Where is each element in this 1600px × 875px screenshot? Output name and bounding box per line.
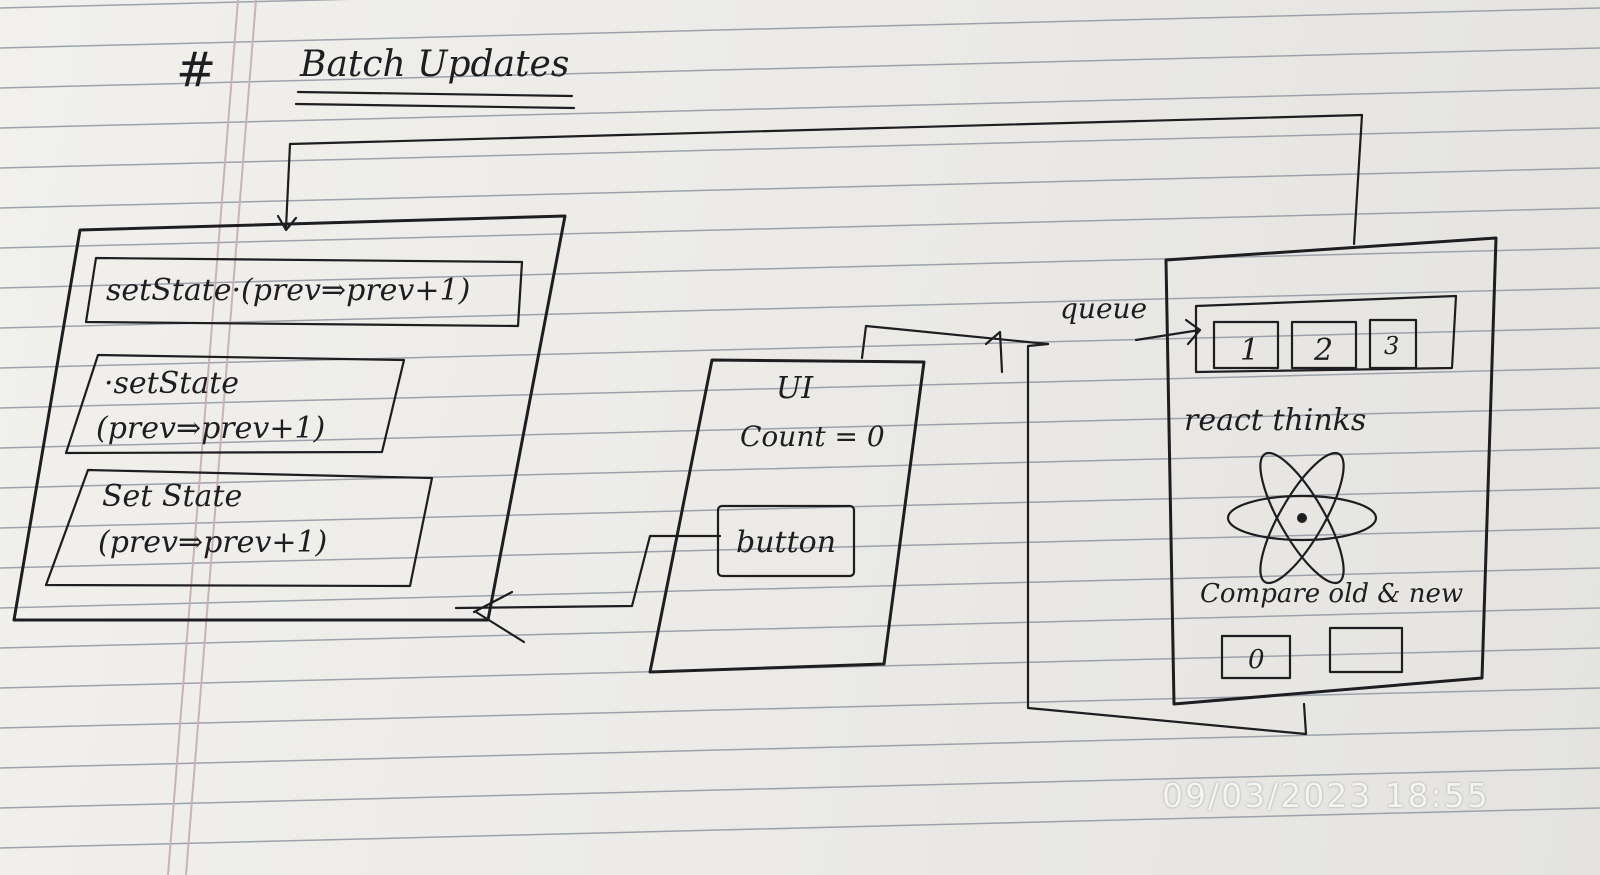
- rerender-connector: [284, 113, 1364, 246]
- ruled-line: [0, 47, 1600, 89]
- old-value: 0: [1248, 645, 1265, 675]
- ruled-line: [0, 327, 1600, 369]
- arrow-head: [472, 590, 526, 644]
- ruled-line: [0, 767, 1600, 809]
- arrow-head: [1184, 318, 1202, 346]
- queue-item-box: [1212, 320, 1280, 370]
- new-value-box: [1328, 626, 1404, 674]
- ruled-line: [0, 167, 1600, 209]
- react-logo-icon: [1226, 451, 1378, 585]
- ruled-lines: [0, 0, 1600, 849]
- ruled-line: [0, 7, 1600, 49]
- ruled-line: [0, 207, 1600, 249]
- ui-button[interactable]: [716, 504, 856, 578]
- setstate-call-2-args: (prev⇒prev+1): [96, 411, 325, 446]
- setstate-call-3: Set State: [102, 479, 242, 514]
- ruled-line: [0, 407, 1600, 449]
- ui-box-tab: [860, 324, 1050, 360]
- ruled-line: [0, 447, 1600, 489]
- button-click-connector: [454, 534, 722, 610]
- setstate-call-3-args: (prev⇒prev+1): [98, 525, 327, 560]
- heading-hash: #: [176, 42, 216, 98]
- arrow-head: [276, 214, 298, 232]
- setstate-call-box: [44, 468, 434, 588]
- ruled-line: [0, 0, 351, 9]
- ruled-line: [0, 727, 1600, 769]
- setstate-call-2: ·setState: [104, 366, 239, 401]
- ruled-line: [0, 247, 1600, 289]
- photo-timestamp: 09/03/2023 18:55: [1162, 776, 1490, 815]
- ui-box: [648, 358, 926, 674]
- ruled-line: [0, 527, 1600, 569]
- queue-box: [1194, 294, 1458, 374]
- count-label: Count = 0: [740, 420, 885, 453]
- ruled-line: [0, 607, 1600, 649]
- update-connector: [1026, 342, 1308, 736]
- queue-item: 2: [1313, 333, 1333, 368]
- queue-item-box: [1290, 320, 1358, 370]
- queue-label: queue: [1060, 292, 1147, 325]
- old-value-box: [1220, 634, 1292, 680]
- queue-arrow: [1134, 328, 1202, 342]
- ui-title: UI: [776, 371, 814, 406]
- ruled-line: [0, 367, 1600, 409]
- ruled-line: [0, 487, 1600, 529]
- ruled-line: [0, 87, 1600, 129]
- setstate-call-1: setState·(prev⇒prev+1): [106, 273, 470, 308]
- title-underline: [294, 102, 576, 110]
- ruled-line: [0, 287, 1600, 329]
- setstate-call-box: [84, 256, 524, 328]
- ruled-line: [0, 567, 1600, 609]
- ruled-line: [0, 807, 1600, 849]
- react-thinks-label: react thinks: [1184, 403, 1366, 438]
- queue-item: 3: [1384, 332, 1399, 360]
- ruled-line: [0, 687, 1600, 729]
- queue-item-box: [1368, 318, 1418, 370]
- ruled-line: [0, 127, 1600, 169]
- queue-item: 1: [1240, 333, 1259, 368]
- page-title: Batch Updates: [299, 44, 569, 85]
- margin-line: [185, 0, 257, 875]
- react-box: [1164, 236, 1498, 706]
- title-underline: [296, 90, 574, 98]
- setstate-call-box: [64, 353, 406, 455]
- ui-button-label: button: [736, 525, 836, 560]
- margin-line: [167, 0, 239, 875]
- compare-label: Compare old & new: [1200, 579, 1463, 609]
- arrow-head: [984, 330, 1004, 374]
